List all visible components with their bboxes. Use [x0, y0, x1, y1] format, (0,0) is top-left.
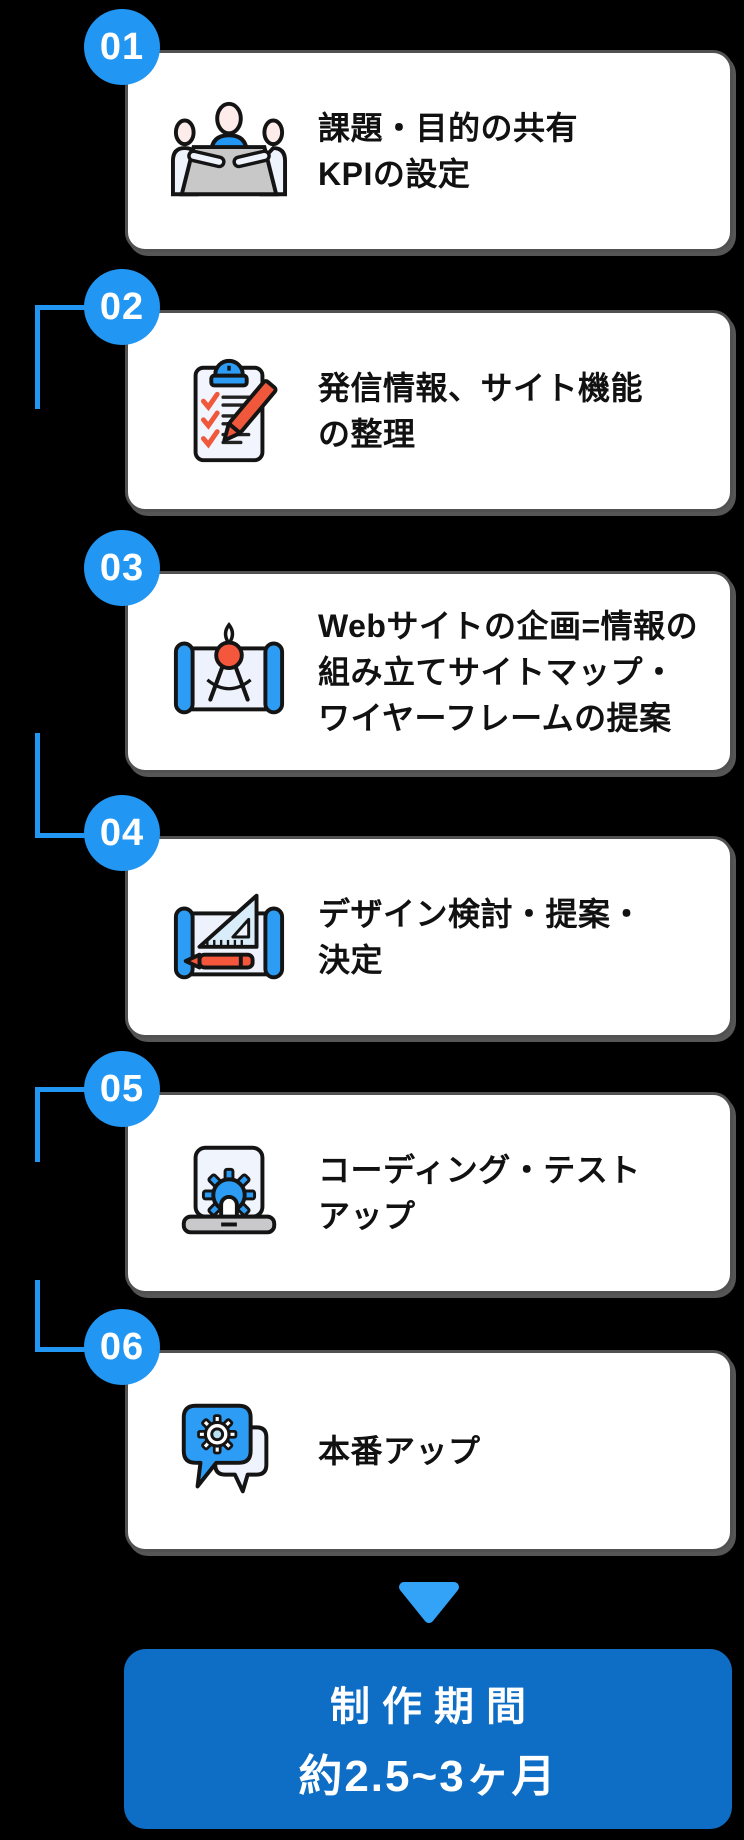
step-1-number-badge: 01	[84, 9, 160, 85]
production-period-value: 約2.5~3ヶ月	[298, 1752, 558, 1801]
step-6-text: 本番アップ	[318, 1428, 481, 1474]
step-5-line-2: アップ	[318, 1198, 416, 1234]
step-2-line-1: 発信情報、サイト機能	[318, 370, 644, 406]
step-3-line-2: 組み立てサイトマップ・	[318, 654, 676, 690]
connector-step6	[35, 1280, 85, 1352]
blueprint-ruler-icon	[170, 877, 288, 997]
step-4-line-1: デザイン検討・提案・	[318, 896, 644, 932]
down-arrow-icon	[397, 1581, 461, 1625]
step-2-line-2: の整理	[318, 416, 416, 452]
step-1-line-2: KPIの設定	[318, 156, 471, 192]
step-6-line-1: 本番アップ	[318, 1433, 481, 1469]
step-5-text: コーディング・テスト アップ	[318, 1147, 641, 1239]
step-2-number: 02	[99, 285, 145, 328]
step-3-number-badge: 03	[84, 530, 160, 606]
connector-step5	[35, 1087, 85, 1162]
production-period-label: 制作期間	[330, 1685, 538, 1729]
step-4-number: 04	[99, 811, 145, 854]
step-4-text: デザイン検討・提案・ 決定	[318, 891, 643, 983]
connector-step2	[35, 305, 85, 409]
step-6-number: 06	[99, 1325, 145, 1368]
step-5-line-1: コーディング・テスト	[318, 1152, 641, 1188]
blueprint-compass-icon	[170, 612, 288, 732]
step-6-number-badge: 06	[84, 1309, 160, 1385]
step-5-number: 05	[99, 1067, 145, 1110]
step-1-text: 課題・目的の共有 KPIの設定	[318, 105, 578, 197]
step-2-card: 発信情報、サイト機能 の整理	[125, 310, 733, 512]
chat-gear-icon	[170, 1391, 288, 1511]
step-4-card: デザイン検討・提案・ 決定	[125, 836, 733, 1038]
step-1-number: 01	[99, 25, 145, 68]
step-2-number-badge: 02	[84, 269, 160, 345]
connector-step4	[35, 733, 85, 838]
step-5-number-badge: 05	[84, 1051, 160, 1127]
step-5-card: コーディング・テスト アップ	[125, 1092, 733, 1294]
step-1-line-1: 課題・目的の共有	[318, 110, 579, 146]
production-period-box: 制作期間 約2.5~3ヶ月	[124, 1649, 732, 1829]
step-1-card: 課題・目的の共有 KPIの設定	[125, 50, 733, 252]
step-6-card: 本番アップ	[125, 1350, 733, 1552]
meeting-icon	[170, 91, 288, 211]
step-2-text: 発信情報、サイト機能 の整理	[318, 365, 643, 457]
step-3-number: 03	[99, 546, 145, 589]
checklist-pencil-icon	[170, 351, 288, 471]
step-3-card: Webサイトの企画=情報の 組み立てサイトマップ・ ワイヤーフレームの提案	[125, 571, 733, 773]
laptop-gear-icon	[170, 1133, 288, 1253]
step-4-line-2: 決定	[318, 942, 384, 978]
step-3-line-3: ワイヤーフレームの提案	[318, 700, 672, 736]
step-3-text: Webサイトの企画=情報の 組み立てサイトマップ・ ワイヤーフレームの提案	[318, 603, 698, 741]
step-3-line-1: Webサイトの企画=情報の	[318, 608, 699, 644]
step-4-number-badge: 04	[84, 795, 160, 871]
